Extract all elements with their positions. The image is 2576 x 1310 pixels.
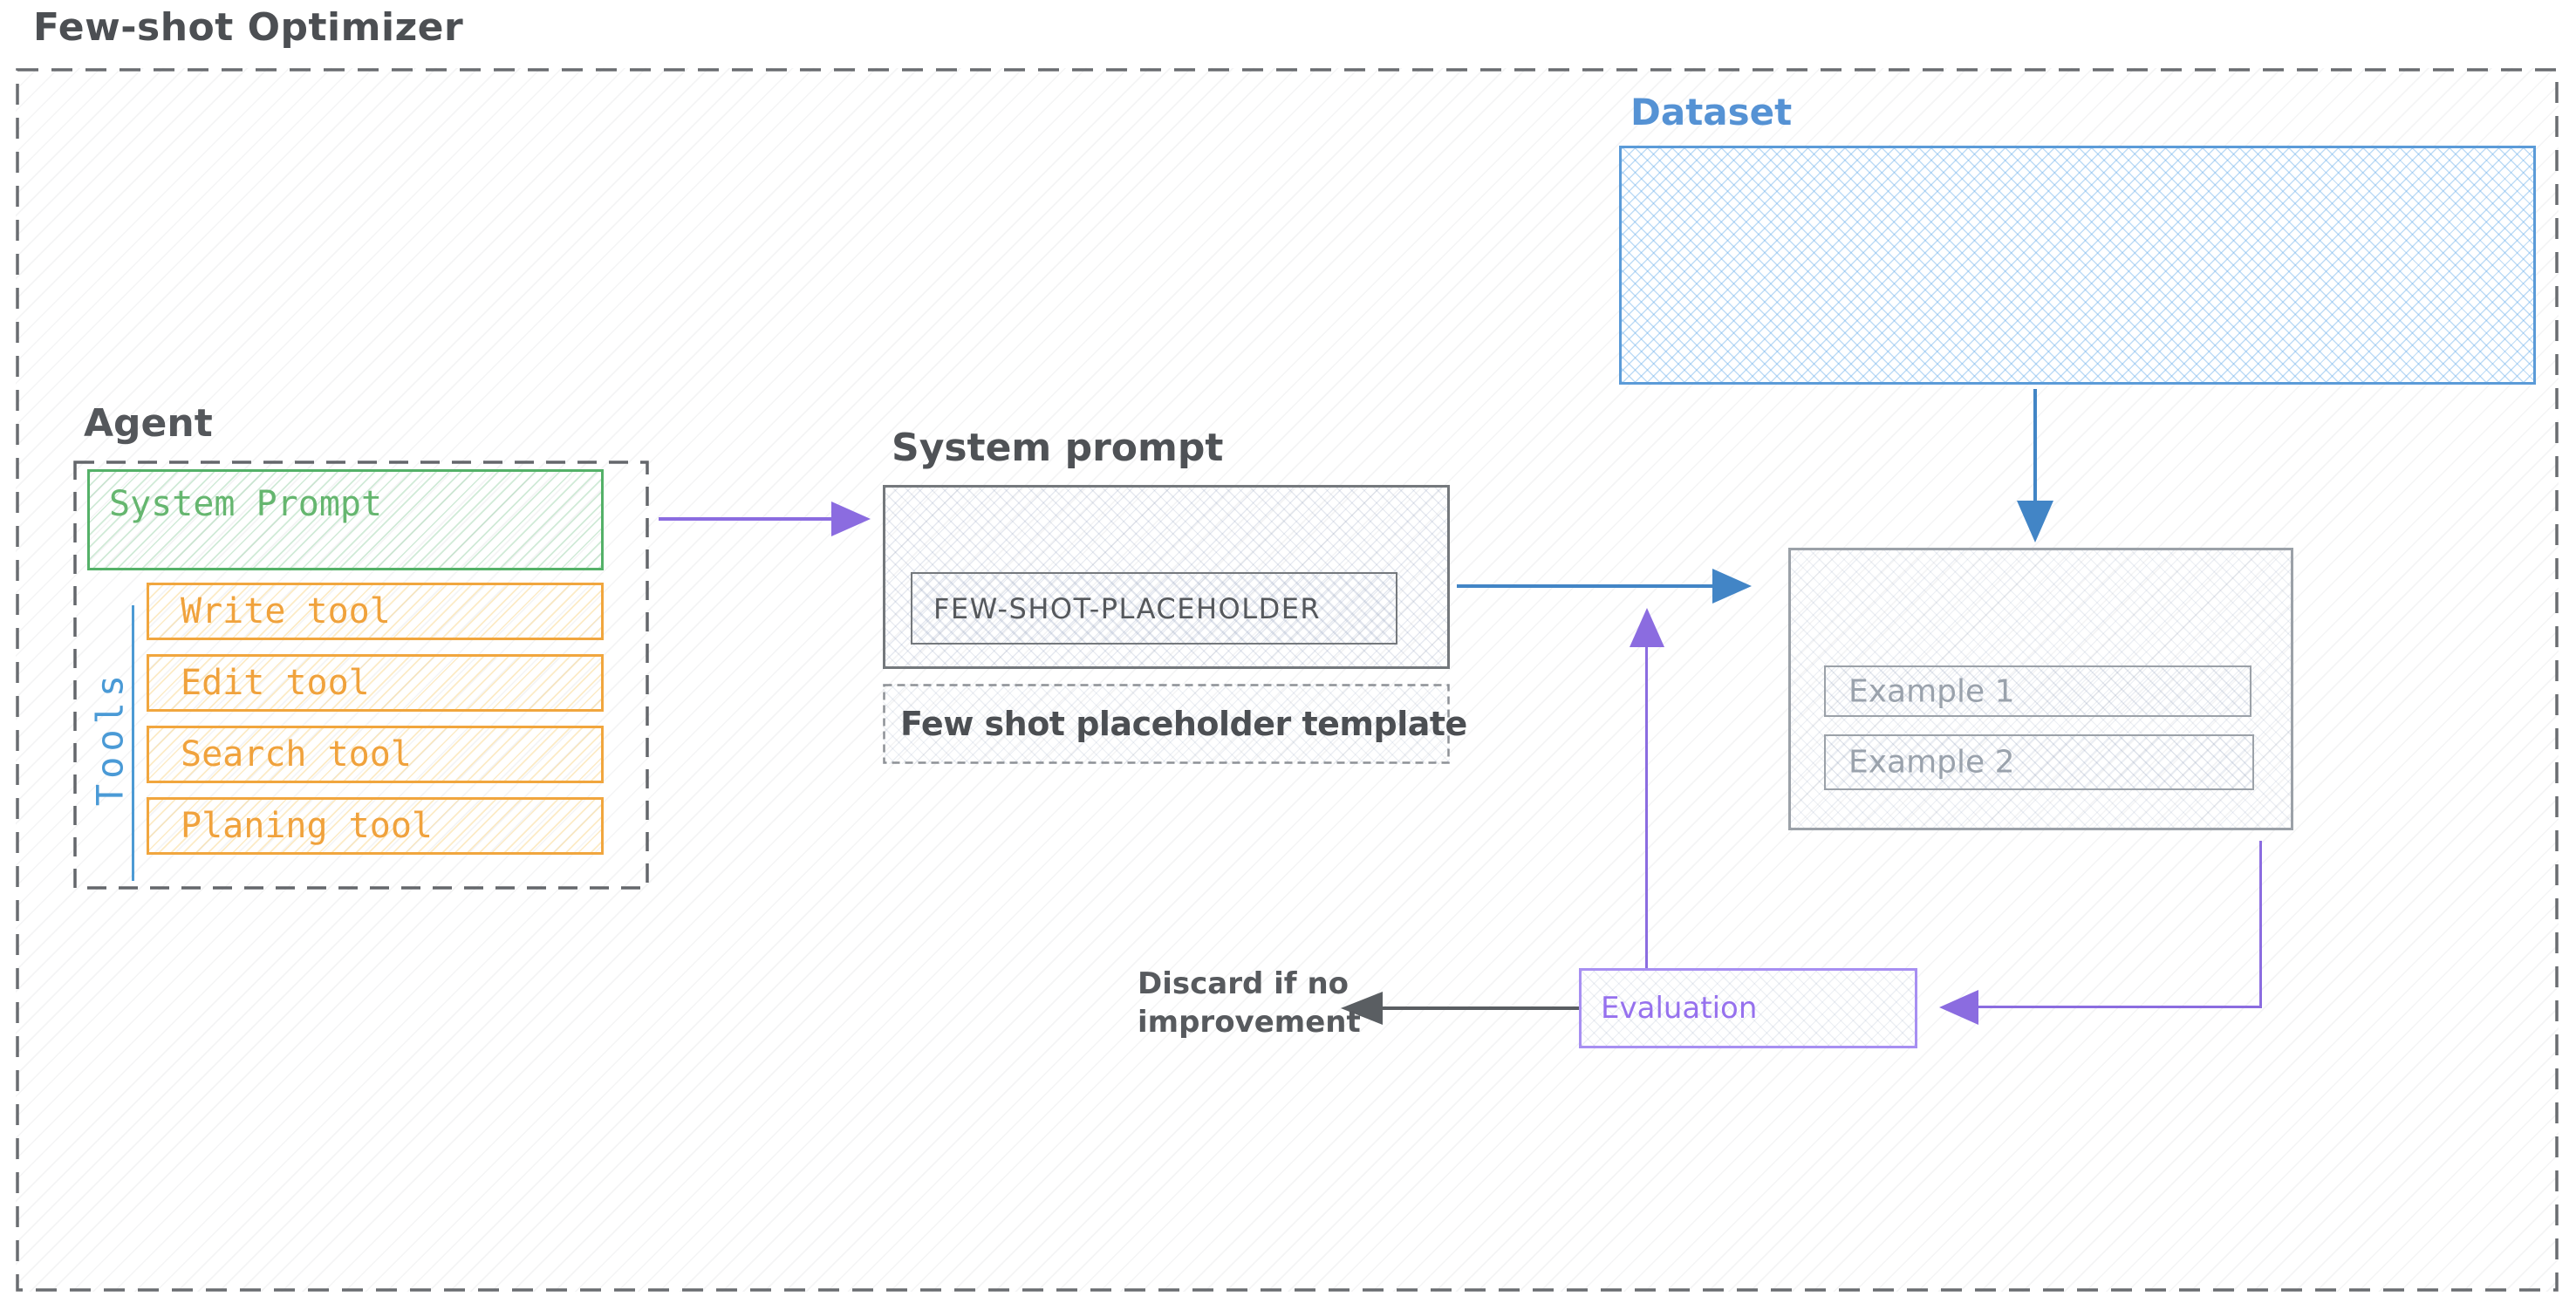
arrow-examples-to-evaluation-head [1939,990,1978,1025]
system-prompt-label: System prompt [892,426,1224,470]
arrow-evaluation-up-head [1630,608,1664,647]
system-prompt-box [883,485,1450,669]
example-2-box: Example 2 [1824,734,2254,790]
dataset-box [1619,146,2536,385]
tools-rail-line [132,605,134,881]
tool-box-planing: Planing tool [147,797,604,855]
arrow-dataset-to-examples-head [2017,501,2053,542]
discard-note: Discard if no improvement [1138,965,1361,1041]
arrow-evaluation-to-discard-head [1341,992,1383,1025]
fewshot-template-box: Few shot placeholder template [883,684,1467,764]
example-2-label: Example 2 [1848,744,2015,781]
fewshot-placeholder-label: FEW-SHOT-PLACEHOLDER [933,591,1322,625]
tool-box-search: Search tool [147,726,604,783]
tool-box-write: Write tool [147,583,604,640]
arrow-dataset-to-examples [2033,389,2037,501]
arrow-agent-to-systemprompt-head [831,501,871,536]
fewshot-placeholder-box: FEW-SHOT-PLACEHOLDER [911,572,1397,645]
agent-label: Agent [84,401,213,446]
agent-box-border [73,461,649,890]
discard-note-line1: Discard if no [1138,966,1349,1001]
example-1-label: Example 1 [1848,673,2015,709]
arrow-examples-to-evaluation-hline [1978,1006,2261,1008]
tool-box-edit-label: Edit tool [181,663,370,703]
tool-box-planing-label: Planing tool [181,806,433,846]
agent-system-prompt-label: System Prompt [109,484,383,524]
arrow-agent-to-systemprompt [659,517,831,521]
examples-box [1788,548,2293,830]
fewshot-template-box-border [883,684,1450,764]
example-1-box: Example 1 [1824,665,2251,717]
agent-system-prompt-box: System Prompt [87,469,604,570]
discard-note-line2: improvement [1138,1005,1361,1040]
arrow-systemprompt-to-examples-head [1712,569,1752,604]
arrow-evaluation-up-line [1645,647,1648,968]
evaluation-label: Evaluation [1601,991,1758,1026]
arrow-systemprompt-to-examples [1457,584,1713,588]
fewshot-template-caption: Few shot placeholder template [900,705,1467,743]
tool-box-edit: Edit tool [147,654,604,712]
dataset-label: Dataset [1630,91,1793,133]
optimizer-container-border [16,68,2559,1292]
tool-box-write-label: Write tool [181,591,391,631]
arrow-evaluation-to-discard [1383,1006,1579,1010]
arrow-examples-to-evaluation-vline [2259,841,2262,1008]
tools-label: Tools [88,669,132,807]
agent-box [73,461,649,890]
evaluation-box: Evaluation [1579,968,1917,1048]
diagram-title: Few-shot Optimizer [33,5,464,50]
tool-box-search-label: Search tool [181,734,412,774]
